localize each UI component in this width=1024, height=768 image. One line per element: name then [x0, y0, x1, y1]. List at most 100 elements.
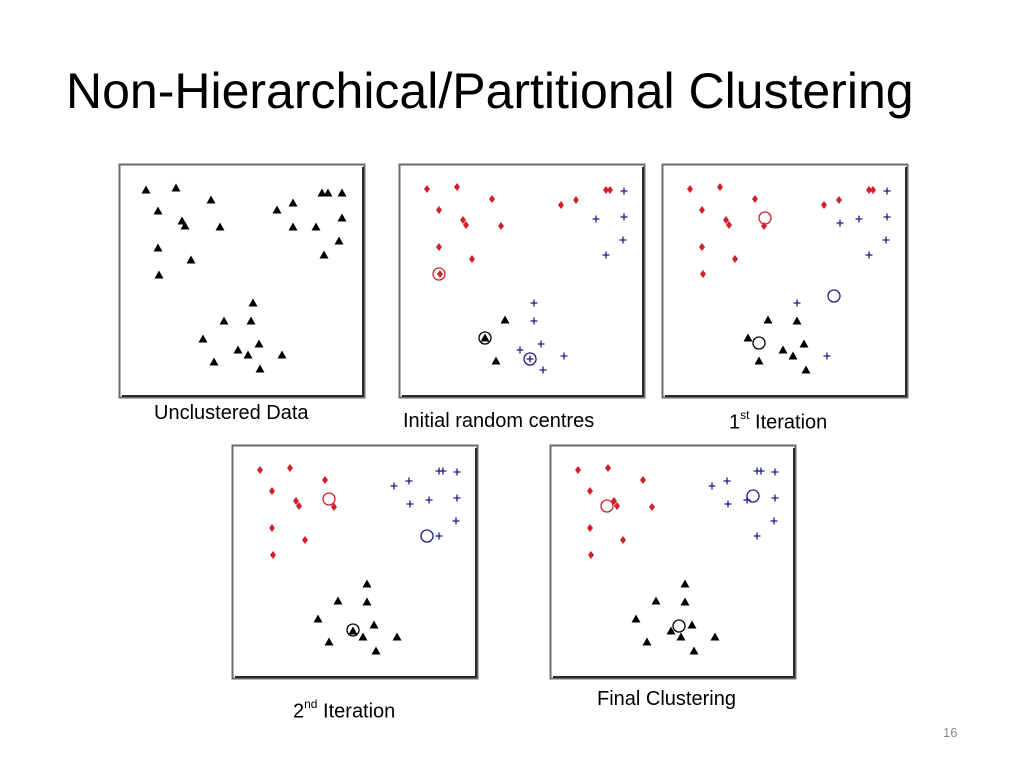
- data-point-diamond: [460, 216, 466, 224]
- data-point-triangle: [334, 236, 344, 245]
- panel-final-clustering: [549, 444, 797, 680]
- caption-text: Initial random centres: [403, 410, 595, 432]
- data-point-triangle: [480, 333, 490, 342]
- data-point-triangle: [801, 365, 811, 374]
- data-point-plus: [539, 366, 547, 374]
- data-point-diamond: [489, 195, 495, 203]
- data-point-triangle: [288, 222, 298, 231]
- cluster-centre-circle: [827, 289, 841, 303]
- data-point-diamond: [454, 183, 460, 191]
- panel-frame-shadow: [122, 167, 364, 397]
- data-point-diamond: [870, 186, 876, 194]
- data-point-triangle: [689, 646, 699, 655]
- caption-text: Unclustered Data: [154, 402, 309, 424]
- data-point-diamond: [726, 221, 732, 229]
- cluster-centre-circle: [752, 336, 766, 350]
- caption-text: 1: [729, 411, 741, 434]
- data-point-plus: [537, 340, 545, 348]
- data-point-plus: [405, 477, 413, 485]
- data-point-plus: [723, 477, 731, 485]
- cluster-centre-circle: [600, 499, 614, 513]
- data-point-diamond: [436, 206, 442, 214]
- data-point-diamond: [836, 196, 842, 204]
- data-point-triangle: [710, 632, 720, 641]
- data-point-plus: [530, 317, 538, 325]
- scatter-plot-iteration-1: [661, 163, 909, 399]
- data-point-plus: [883, 213, 891, 221]
- panel-frame-shadow: [553, 448, 795, 678]
- data-point-plus: [453, 468, 461, 476]
- data-point-triangle: [666, 626, 676, 635]
- data-point-plus: [757, 467, 765, 475]
- data-point-diamond: [866, 186, 872, 194]
- data-point-triangle: [743, 333, 753, 342]
- data-point-plus: [793, 299, 801, 307]
- data-point-diamond: [287, 464, 293, 472]
- data-point-plus: [439, 467, 447, 475]
- data-point-triangle: [371, 646, 381, 655]
- scatter-plot-initial-centres: [398, 163, 646, 399]
- panel-frame-shadow: [402, 167, 644, 397]
- data-point-plus: [435, 532, 443, 540]
- data-point-triangle: [680, 579, 690, 588]
- cluster-centre-circle: [322, 492, 336, 506]
- data-point-plus: [865, 251, 873, 259]
- data-point-triangle: [313, 614, 323, 623]
- data-point-diamond: [302, 536, 308, 544]
- data-point-triangle: [317, 188, 327, 197]
- data-point-triangle: [153, 206, 163, 215]
- data-point-diamond: [699, 243, 705, 251]
- panel-frame: [231, 444, 479, 680]
- data-point-triangle: [323, 188, 333, 197]
- data-point-triangle: [206, 195, 216, 204]
- caption-unclustered: Unclustered Data: [154, 402, 309, 425]
- data-point-plus: [453, 494, 461, 502]
- data-point-plus: [530, 299, 538, 307]
- data-point-plus: [855, 215, 863, 223]
- data-point-diamond: [498, 222, 504, 230]
- data-point-triangle: [209, 357, 219, 366]
- panel-frame: [118, 163, 366, 399]
- data-point-triangle: [248, 298, 258, 307]
- panel-frame: [661, 163, 909, 399]
- data-point-diamond: [269, 487, 275, 495]
- cluster-centre-circle: [346, 623, 360, 637]
- data-point-plus: [516, 346, 524, 354]
- caption-text-suffix: Iteration: [317, 700, 396, 723]
- data-point-diamond: [587, 524, 593, 532]
- data-point-triangle: [362, 579, 372, 588]
- panel-frame-shadow: [665, 167, 907, 397]
- data-point-triangle: [792, 316, 802, 325]
- data-point-diamond: [322, 476, 328, 484]
- caption-superscript: nd: [304, 697, 318, 711]
- data-point-diamond: [587, 487, 593, 495]
- panel-iteration-2: [231, 444, 479, 680]
- data-point-triangle: [651, 596, 661, 605]
- data-point-diamond: [424, 185, 430, 193]
- data-point-triangle: [324, 637, 334, 646]
- data-point-triangle: [754, 356, 764, 365]
- data-point-triangle: [219, 316, 229, 325]
- data-point-diamond: [575, 466, 581, 474]
- data-point-diamond: [607, 186, 613, 194]
- data-point-diamond: [331, 503, 337, 511]
- data-point-triangle: [215, 222, 225, 231]
- data-point-triangle: [333, 596, 343, 605]
- data-point-triangle: [631, 614, 641, 623]
- data-point-diamond: [717, 183, 723, 191]
- data-point-triangle: [788, 351, 798, 360]
- data-point-diamond: [752, 195, 758, 203]
- data-point-plus: [882, 236, 890, 244]
- data-point-plus: [771, 494, 779, 502]
- data-point-diamond: [558, 201, 564, 209]
- panel-frame: [398, 163, 646, 399]
- data-point-triangle: [778, 345, 788, 354]
- data-point-triangle: [500, 315, 510, 324]
- data-point-triangle: [392, 632, 402, 641]
- cluster-centre-circle: [478, 331, 492, 345]
- data-point-triangle: [362, 597, 372, 606]
- panel-iteration-1: [661, 163, 909, 399]
- data-point-triangle: [799, 339, 809, 348]
- data-point-diamond: [257, 466, 263, 474]
- data-point-diamond: [640, 476, 646, 484]
